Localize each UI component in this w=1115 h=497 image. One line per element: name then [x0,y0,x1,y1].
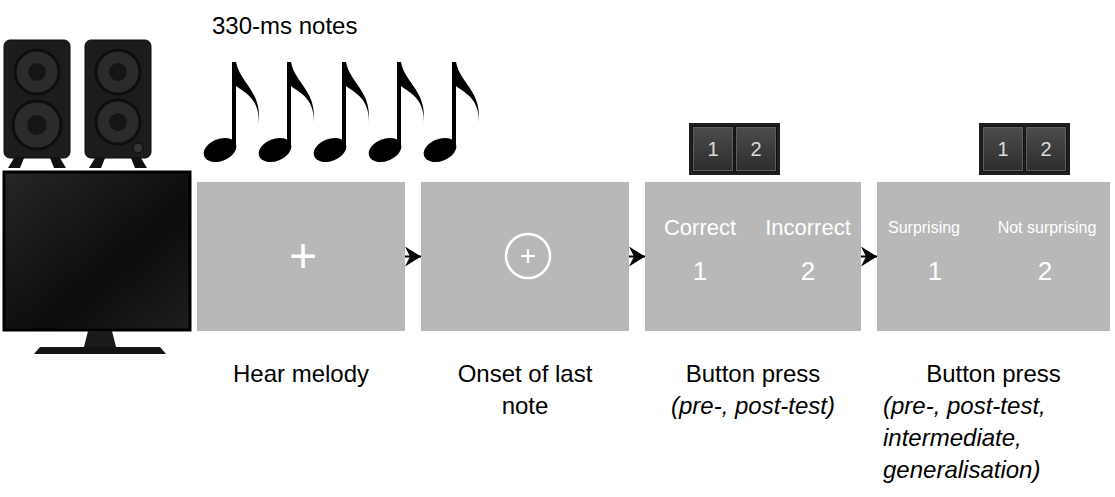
eighth-note [200,62,259,167]
speaker-cone [109,113,127,131]
button-digit: 2 [750,137,761,161]
note-flag [397,62,424,126]
response-button: 2 [735,126,777,172]
flow-arrow [861,256,877,258]
response-button: 2 [1025,126,1067,172]
button-digit: 1 [997,137,1008,161]
flow-arrow [405,256,421,258]
button-digit: 2 [1040,137,1051,161]
response-key: 2 [788,256,828,287]
speaker-cone [28,63,46,81]
eighth-note [420,62,479,167]
stage-caption: Onset of last note [440,358,610,422]
button-frame [979,123,1070,175]
response-button: 1 [692,126,734,172]
speaker-driver [96,50,140,94]
speaker-feet [89,158,147,168]
fixation-cross: + [508,239,548,273]
note-flag [232,62,259,126]
screen-panel: SurprisingNot surprising12Button press(p… [877,182,1110,331]
speaker-knob [133,143,143,153]
note-flag [452,62,479,126]
flow-arrow [629,256,645,258]
fixation-cross: + [263,227,343,285]
stage-note: (pre-, post-test, intermediate, generali… [883,390,1110,486]
speaker-driver [15,50,59,94]
monitor-screen [4,172,190,330]
monitor-base [34,347,166,354]
eighth-note [310,62,369,167]
eighth-note [255,62,314,167]
stage-caption: Button press [877,358,1110,390]
note-flag [287,62,314,126]
circle-outline [506,234,550,278]
response-option: Incorrect [756,215,860,241]
stimulus-label: 330-ms notes [212,12,357,41]
button-digit: 1 [707,137,718,161]
response-button: 1 [982,126,1024,172]
response-key: 2 [1025,256,1065,287]
response-option: Not surprising [986,218,1108,237]
eighth-notes [200,62,479,167]
speaker-body [4,40,70,158]
eighth-note [365,62,424,167]
stage-caption: Button press [645,358,861,390]
stage-caption: Hear melody [197,358,405,390]
speaker-driver [13,101,61,149]
response-key: 1 [915,256,955,287]
response-option: Surprising [879,218,969,237]
speaker-driver [96,100,140,144]
speaker-cone [109,63,127,81]
monitor-neck [84,331,116,347]
speaker-cone [27,115,47,135]
screen-panel: CorrectIncorrect12Button press(pre-, pos… [645,182,861,331]
screen-panel: +Onset of last note [421,182,629,331]
note-flag [342,62,369,126]
response-key: 1 [680,256,720,287]
stage-note: (pre-, post-test) [635,390,871,422]
speaker-feet [8,158,66,168]
button-frame [689,123,780,175]
response-option: Correct [648,215,752,241]
speaker-body [85,40,151,158]
screen-panel: +Hear melody [197,182,405,331]
